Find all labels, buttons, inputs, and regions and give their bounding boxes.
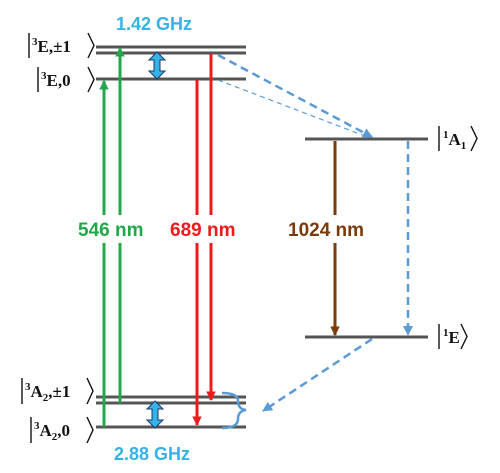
ket-ground-0: 3A2,0 (30, 416, 94, 444)
isc-arrow-0 (217, 79, 366, 137)
excitation-wavelength-label: 546 nm (78, 220, 143, 241)
ket-singlet-a1: 1A1 (438, 125, 478, 152)
isc-arrow-return (262, 337, 373, 413)
svg-text:3A2,±1: 3A2,±1 (25, 381, 70, 404)
excited-splitting-arrow (147, 51, 167, 80)
ket-excited-pm1: 3E,±1 (28, 32, 95, 59)
svg-text:3E,0: 3E,0 (41, 70, 71, 90)
ket-singlet-e: 1E (438, 323, 468, 350)
ket-ground-pm1: 3A2,±1 (21, 377, 94, 405)
isc-arrow-pm1 (217, 53, 373, 139)
ground-splitting-arrow (145, 400, 165, 429)
singlet-wavelength-label: 1024 nm (288, 220, 364, 241)
emission-wavelength-label: 689 nm (170, 220, 235, 241)
ground-splitting-label: 2.88 GHz (114, 444, 190, 464)
svg-text:3E,±1: 3E,±1 (32, 36, 71, 56)
ket-excited-0: 3E,0 (37, 66, 95, 93)
svg-text:1E: 1E (443, 327, 460, 347)
svg-text:3A2,0: 3A2,0 (34, 420, 70, 443)
excited-splitting-label: 1.42 GHz (116, 14, 192, 34)
svg-text:1A1: 1A1 (443, 129, 466, 152)
ground-brace (221, 391, 247, 430)
